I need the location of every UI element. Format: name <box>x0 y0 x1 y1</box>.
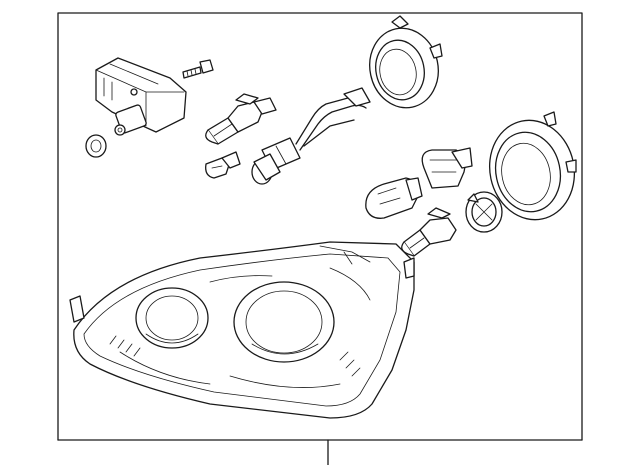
headlight-leveling-motor[interactable] <box>95 57 187 136</box>
bulb-socket[interactable] <box>251 137 301 185</box>
wire-harness[interactable] <box>295 87 371 151</box>
mounting-bolt[interactable] <box>182 59 214 79</box>
bulb-retainer-cap[interactable] <box>465 191 503 233</box>
seal-washer[interactable] <box>85 134 107 158</box>
turn-signal-socket[interactable] <box>421 147 473 189</box>
high-beam-bulb[interactable] <box>205 93 277 145</box>
high-beam-cover[interactable] <box>481 111 584 228</box>
headlamp-assembly[interactable] <box>69 241 415 419</box>
side-marker-bulb[interactable] <box>205 151 241 179</box>
low-beam-cover[interactable] <box>362 15 445 114</box>
diagram-frame <box>57 12 583 465</box>
fog-bulb[interactable] <box>401 207 457 257</box>
turn-signal-bulb[interactable] <box>365 177 423 219</box>
